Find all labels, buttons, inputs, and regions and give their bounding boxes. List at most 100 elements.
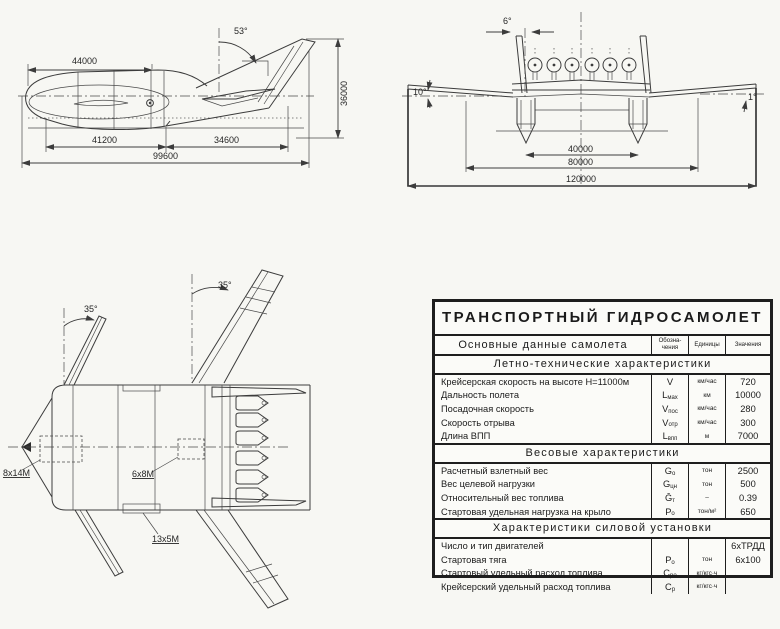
param-unit: м (688, 429, 725, 443)
symbol-base: P (665, 554, 672, 565)
table-header-row: Основные данные самолета Обозна-чения Ед… (435, 336, 770, 354)
param-unit: км (688, 388, 725, 403)
param-value (725, 566, 770, 581)
param-name: Стартовая удельная нагрузка на крыло (441, 506, 611, 517)
param-unit: кг/кгс·ч (688, 566, 725, 581)
dim-hull-length-label: 41200 (92, 135, 117, 145)
param-value: 650 (725, 504, 770, 519)
param-name: Расчетный взлетный вес (441, 465, 548, 476)
dim-fin-cant-label: 6° (503, 16, 512, 26)
symbol-sub: т (672, 497, 675, 504)
dim-left-wing-angle-label: 10° (413, 87, 427, 97)
param-value: 6х100 (725, 552, 770, 567)
label-bottom-hatch-size: 13х5М (152, 534, 179, 544)
label-cargo-bay-size: 8х14М (3, 468, 30, 478)
param-unit: тон (688, 463, 725, 478)
param-value: 720 (725, 375, 770, 389)
param-value: 2500 (725, 463, 770, 478)
param-unit: км/час (688, 375, 725, 389)
symbol-base: C (664, 581, 672, 592)
symbol-sub: о (671, 511, 675, 518)
symbol-base: V (662, 403, 669, 414)
header-symbol: Обозна-чения (651, 336, 688, 354)
param-name: Дальность полета (441, 390, 519, 401)
front-view-dimensions: 6° 10° 1° 40000 80000 120000 (407, 16, 757, 189)
param-name: Длина ВПП (441, 431, 491, 442)
param-unit (688, 539, 725, 553)
symbol-base: L (662, 390, 668, 401)
symbol-sub: р (671, 586, 676, 593)
plan-view-geometry (8, 269, 311, 609)
header-units: Единицы (688, 336, 725, 354)
side-view-dimensions: 44000 53° 36000 41200 34600 99600 (21, 26, 349, 168)
dim-right-fin-sweep-label: 35° (218, 280, 232, 290)
symbol-sub: о (671, 559, 675, 566)
dim-float-track-label: 40000 (568, 144, 593, 154)
param-unit: км/час (688, 415, 725, 430)
symbol-sub: о (671, 470, 676, 477)
front-view-drawing: 6° 10° 1° 40000 80000 120000 (402, 12, 764, 189)
param-value: 500 (725, 477, 770, 492)
table-row: Число и тип двигателей 6хТРДД (435, 539, 770, 553)
symbol-sub: отр (668, 422, 678, 429)
spec-table: ТРАНСПОРТНЫЙ ГИДРОСАМОЛЕТ Основные данны… (432, 299, 773, 594)
symbol-base: G (663, 479, 671, 490)
dim-tail-sweep-label: 53° (234, 26, 248, 36)
dim-right-tip-angle-label: 1° (748, 92, 757, 102)
symbol-base: P (665, 506, 672, 517)
symbol-sub: цн (670, 484, 677, 491)
side-view-geometry (18, 38, 316, 131)
param-unit: кг/кгс·ч (688, 580, 725, 594)
section-title-powerplant: Характеристики силовой установки (435, 518, 770, 540)
param-symbol (651, 539, 688, 553)
param-value: 300 (725, 415, 770, 430)
param-value: 0.39 (725, 491, 770, 505)
param-unit: км/час (688, 402, 725, 416)
dim-tail-height-label: 36000 (339, 81, 349, 106)
dim-aft-length-label: 34600 (214, 135, 239, 145)
param-name: Крейсерская скорость на высоте Н=11000м (441, 376, 630, 387)
symbol-base: Ḡ (665, 492, 673, 503)
symbol-sub: впп (667, 435, 678, 442)
symbol-base: V (662, 417, 669, 428)
dim-inner-span-label: 80000 (568, 157, 593, 167)
dim-upper-length-label: 44000 (72, 56, 97, 66)
symbol-base: C (663, 568, 671, 579)
side-view-drawing: 44000 53° 36000 41200 34600 99600 (18, 26, 349, 168)
param-value: 6хТРДД (725, 539, 770, 553)
symbol-base: G (664, 465, 672, 476)
symbol-sub: пос (668, 408, 678, 415)
param-name: Вес целевой нагрузки (441, 479, 535, 490)
param-unit: тон (688, 552, 725, 567)
dim-left-fin-sweep-label: 35° (84, 304, 98, 314)
param-name: Скорость отрыва (441, 417, 515, 428)
param-name: Крейсерский удельный расход топлива (441, 581, 611, 592)
nacelle-column (235, 395, 269, 503)
param-value: 280 (725, 402, 770, 416)
symbol-sub: мах (667, 395, 678, 402)
param-unit: тон (688, 477, 725, 492)
header-value: Значения (725, 336, 770, 354)
symbol-sub: ро (670, 573, 677, 580)
dim-total-length-label: 99600 (153, 151, 178, 161)
param-value (725, 580, 770, 594)
symbol-base: L (662, 431, 668, 442)
